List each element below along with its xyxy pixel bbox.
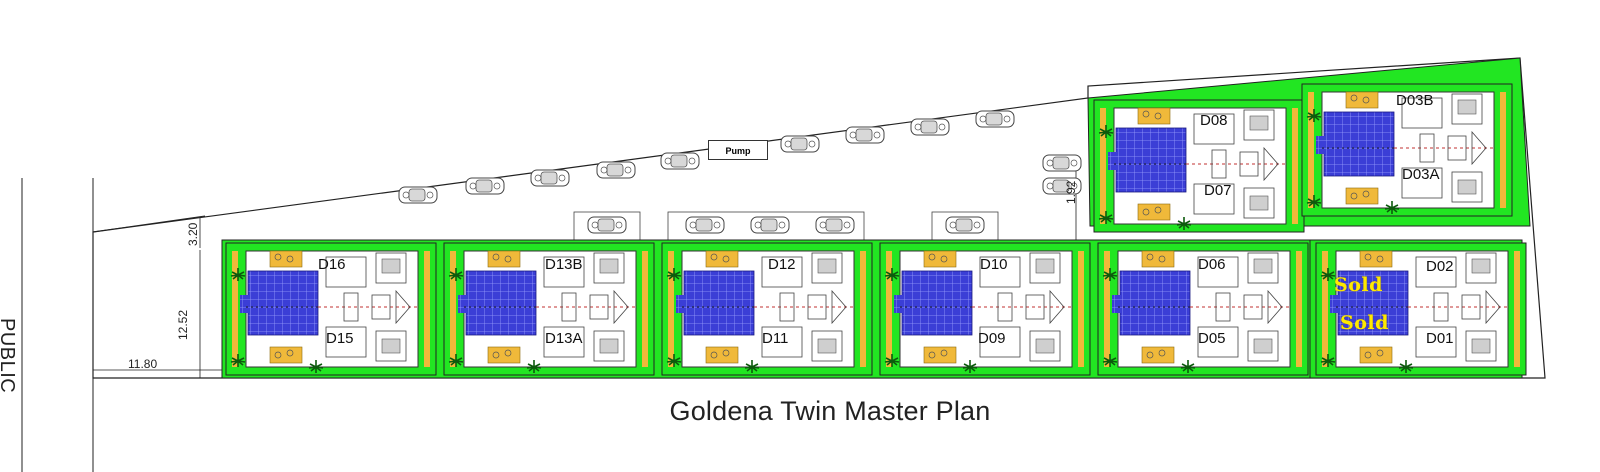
sold-badge-d01: Sold bbox=[1340, 312, 1389, 334]
unit-label-d07: D07 bbox=[1204, 182, 1232, 199]
unit-label-d12: D12 bbox=[768, 256, 796, 273]
unit-label-d13a: D13A bbox=[545, 330, 583, 347]
unit-label-d10: D10 bbox=[980, 256, 1008, 273]
unit-label-d05: D05 bbox=[1198, 330, 1226, 347]
sold-badge-d02: Sold bbox=[1334, 274, 1383, 296]
plan-title: Goldena Twin Master Plan bbox=[669, 396, 991, 426]
road-setback-dimension: 11.80 bbox=[128, 357, 158, 371]
unit-label-d03a: D03A bbox=[1402, 166, 1440, 183]
boundary-gap-dimension: 3.20 bbox=[186, 222, 200, 246]
pump-house: Pump bbox=[708, 140, 768, 160]
unit-label-d02: D02 bbox=[1426, 258, 1454, 275]
public-road-label: PUBLIC ROAD bbox=[0, 318, 18, 394]
unit-label-d11: D11 bbox=[762, 330, 789, 347]
unit-label-d16: D16 bbox=[318, 256, 346, 273]
unit-label-d15: D15 bbox=[326, 330, 354, 347]
parking-south bbox=[573, 211, 999, 241]
unit-label-d09: D09 bbox=[978, 330, 1006, 347]
unit-label-d08: D08 bbox=[1200, 112, 1228, 129]
unit-label-d03b: D03B bbox=[1396, 92, 1434, 109]
row-depth-dimension: 12.52 bbox=[176, 309, 190, 340]
unit-label-d13b: D13B bbox=[545, 256, 583, 273]
unit-label-d06: D06 bbox=[1198, 256, 1226, 273]
unit-label-d01: D01 bbox=[1426, 330, 1454, 347]
access-gap-dimension: 1.92 bbox=[1064, 180, 1078, 204]
